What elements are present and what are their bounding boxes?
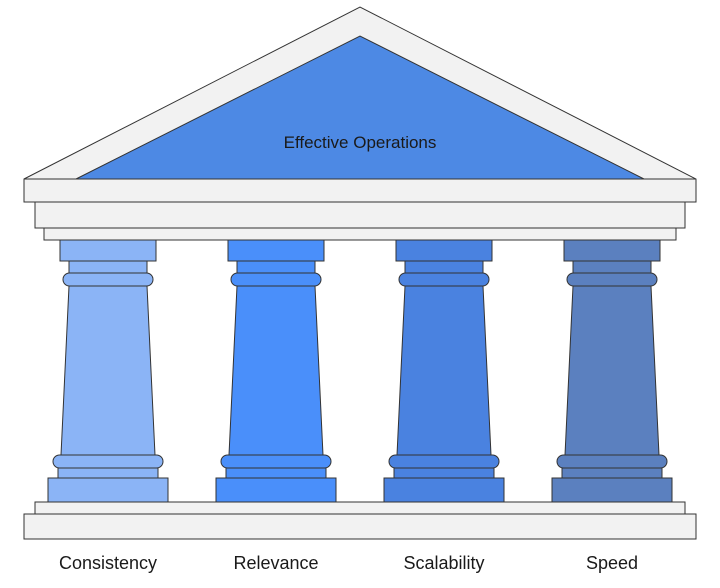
pillar-upper-ring [230, 272, 322, 287]
pillar-upper-ring [398, 272, 490, 287]
pillar-shaft [564, 285, 660, 456]
pillar-foot-neck [561, 467, 663, 479]
pillar-upper-ring [62, 272, 154, 287]
pillar-neck [236, 260, 316, 274]
pillar-foot-neck [225, 467, 327, 479]
pillars [47, 239, 673, 503]
pillar-scalability [383, 239, 505, 503]
pillar-upper-ring [566, 272, 658, 287]
pillar-capital [563, 239, 661, 262]
pillar-plinth [551, 477, 673, 503]
roof: Effective Operations [23, 6, 697, 203]
base-bracket [34, 501, 686, 515]
entablature-beam [34, 201, 686, 229]
base [23, 501, 697, 540]
pillar-labels: Consistency Relevance Scalability Speed [59, 553, 638, 573]
pillar-foot-neck [57, 467, 159, 479]
roof-title: Effective Operations [284, 133, 437, 152]
pillar-lower-ring [220, 454, 332, 469]
roof-pediment [75, 35, 645, 180]
pillar-neck [404, 260, 484, 274]
pillar-label: Consistency [59, 553, 157, 573]
pillar-capital [59, 239, 157, 262]
pillar-consistency [47, 239, 169, 503]
pillar-shaft [60, 285, 156, 456]
pillar-speed [551, 239, 673, 503]
base-slab [23, 513, 697, 540]
pillar-plinth [47, 477, 169, 503]
pillar-label: Relevance [233, 553, 318, 573]
pillar-shaft [228, 285, 324, 456]
pillar-neck [68, 260, 148, 274]
pillar-relevance [215, 239, 337, 503]
entablature [34, 201, 686, 241]
pillar-lower-ring [52, 454, 164, 469]
pillar-label: Speed [586, 553, 638, 573]
pillar-plinth [215, 477, 337, 503]
pillar-lower-ring [388, 454, 500, 469]
pillar-label: Scalability [403, 553, 484, 573]
pillar-shaft [396, 285, 492, 456]
pillar-plinth [383, 477, 505, 503]
entablature-bracket [43, 227, 677, 241]
pillar-lower-ring [556, 454, 668, 469]
pillar-capital [227, 239, 325, 262]
pillar-foot-neck [393, 467, 495, 479]
pillar-capital [395, 239, 493, 262]
pillar-neck [572, 260, 652, 274]
